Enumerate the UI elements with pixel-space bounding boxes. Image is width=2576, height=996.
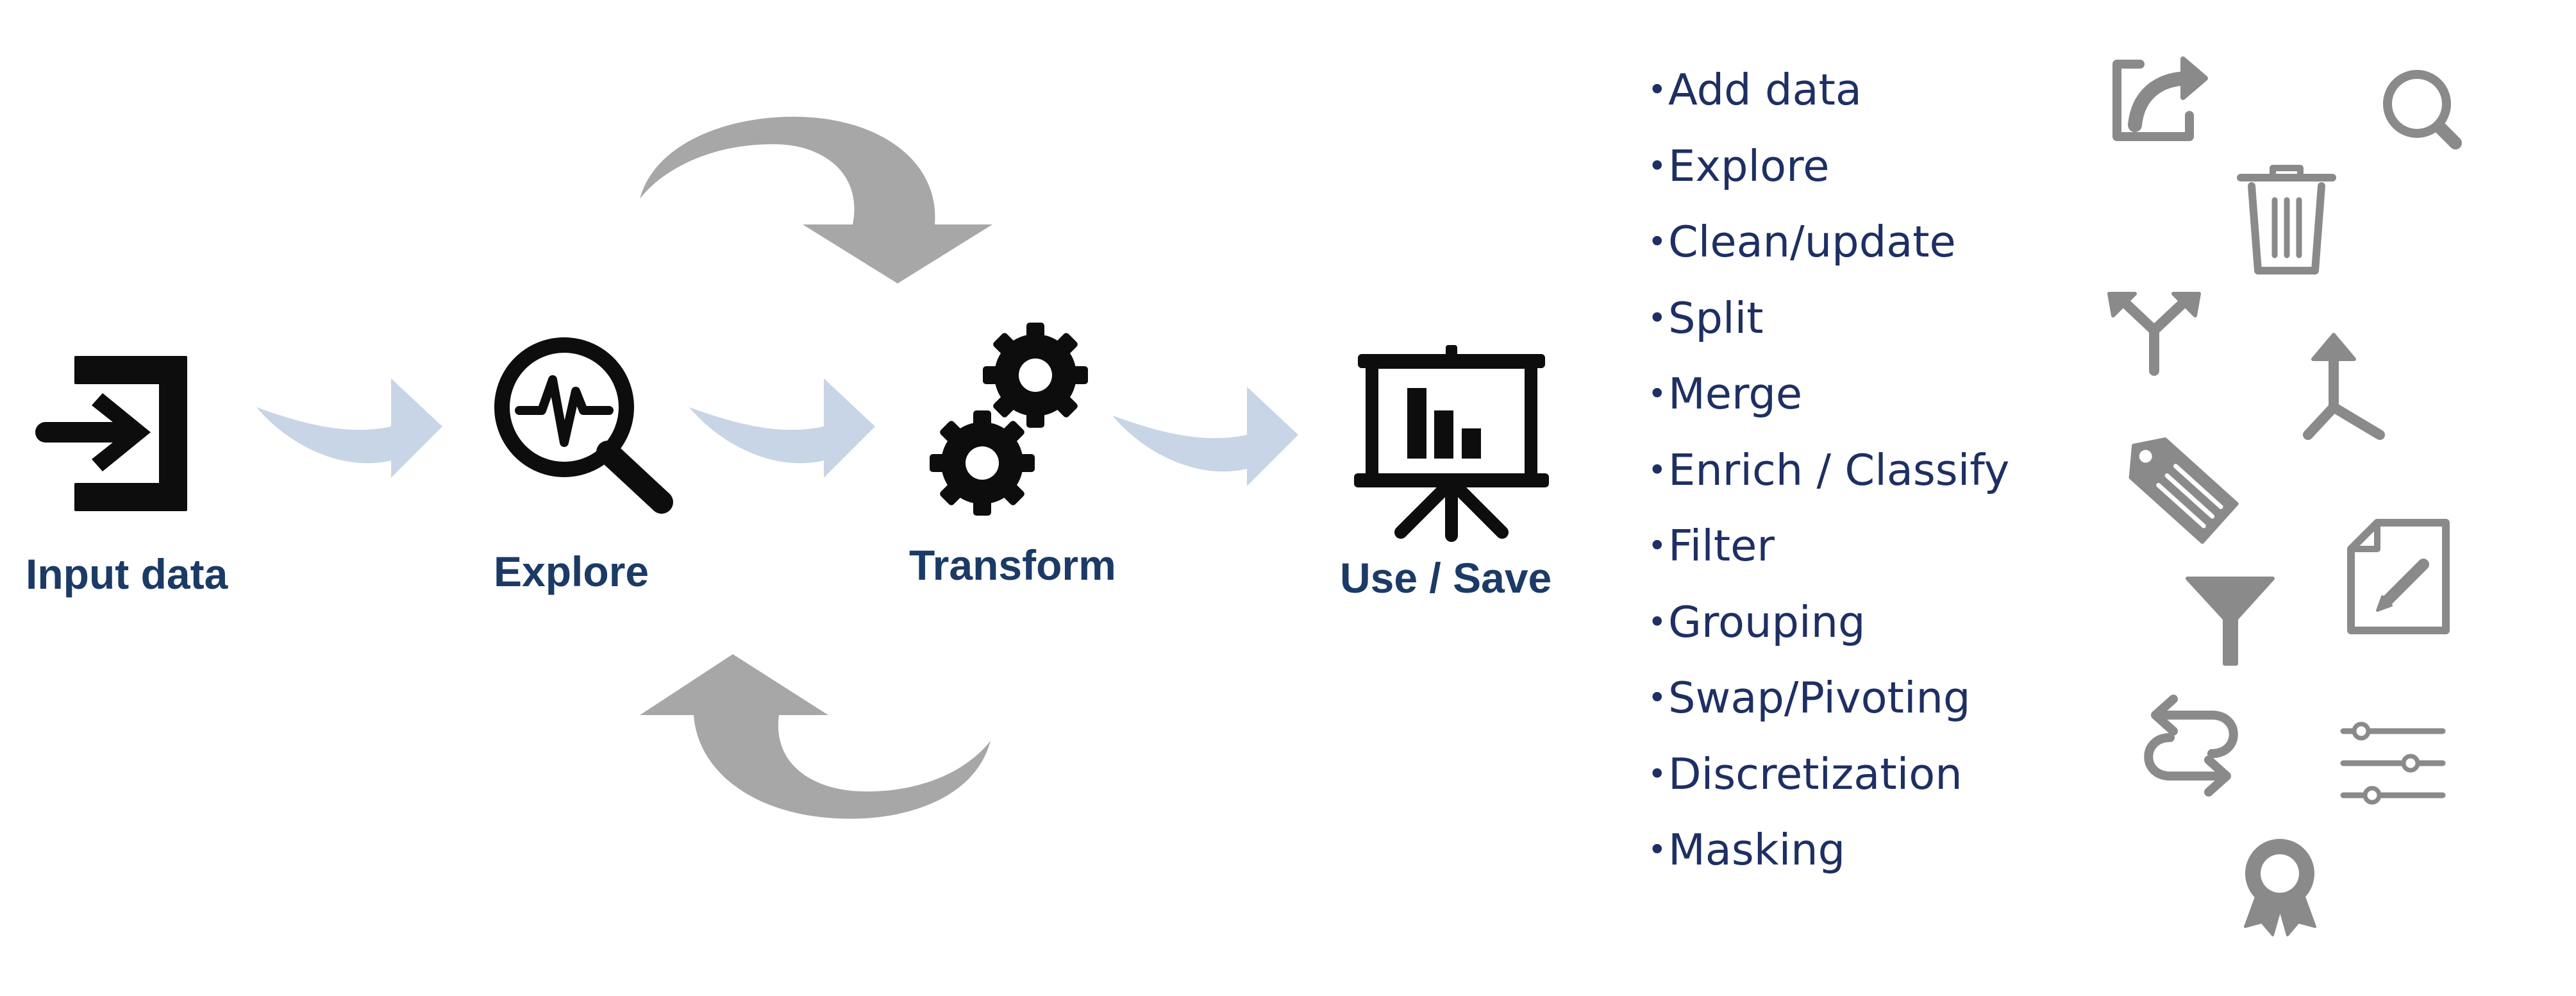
list-item: •Add data: [1648, 61, 2009, 137]
sliders-icon: [2340, 722, 2446, 805]
stage-label-transform: Transform: [909, 541, 1116, 589]
list-item: •Masking: [1648, 821, 2009, 897]
operation-label: Add data: [1668, 65, 1862, 115]
merge-icon: [2303, 333, 2385, 440]
list-item: •Merge: [1648, 365, 2009, 441]
flow-arrow-input-explore: [256, 378, 442, 478]
analytics-magnifier-icon: [494, 337, 673, 514]
sign-in-icon: [35, 356, 187, 511]
cycle-arrow-top: [640, 116, 992, 283]
operation-label: Filter: [1668, 521, 1775, 571]
trash-icon: [2237, 165, 2336, 274]
gears-icon: [930, 323, 1088, 516]
split-icon: [2107, 292, 2201, 376]
bullet-icon: •: [1648, 603, 1667, 641]
list-item: •Enrich / Classify: [1648, 441, 2009, 518]
operation-label: Masking: [1668, 825, 1846, 875]
bullet-icon: •: [1648, 755, 1667, 793]
operation-label: Grouping: [1668, 596, 1866, 647]
filter-icon: [2186, 577, 2275, 666]
operation-label: Swap/Pivoting: [1668, 673, 1971, 723]
stage-label-use-save: Use / Save: [1340, 554, 1552, 602]
presentation-board-icon: [1354, 345, 1549, 542]
list-item: •Swap/Pivoting: [1648, 669, 2009, 745]
flow-arrow-explore-transform: [689, 378, 875, 478]
search-icon: [2383, 70, 2462, 149]
operation-label: Clean/update: [1668, 217, 1956, 267]
flow-arrow-transform-use: [1112, 387, 1298, 486]
cycle-arrow-bottom: [640, 654, 991, 819]
bullet-icon: •: [1648, 527, 1667, 564]
bullet-icon: •: [1648, 299, 1667, 337]
bullet-icon: •: [1648, 223, 1667, 260]
bullet-icon: •: [1648, 451, 1667, 489]
operations-list: •Add data •Explore •Clean/update •Split …: [1648, 61, 2009, 897]
bullet-icon: •: [1648, 679, 1667, 716]
list-item: •Clean/update: [1648, 213, 2009, 289]
edit-document-icon: [2347, 519, 2450, 634]
list-item: •Grouping: [1648, 593, 2009, 670]
operation-label: Enrich / Classify: [1668, 444, 2010, 495]
list-item: •Split: [1648, 289, 2009, 366]
stage-label-explore: Explore: [494, 548, 649, 595]
list-item: •Discretization: [1648, 745, 2009, 822]
list-item: •Explore: [1648, 137, 2009, 214]
stage-label-input: Input data: [26, 550, 228, 598]
list-item: •Filter: [1648, 517, 2009, 593]
award-ribbon-icon: [2244, 839, 2316, 936]
bullet-icon: •: [1648, 147, 1667, 185]
operation-label: Split: [1668, 292, 1764, 343]
tag-icon: [2129, 437, 2239, 544]
operation-label: Explore: [1668, 140, 1830, 191]
bullet-icon: •: [1648, 375, 1667, 412]
operation-label: Merge: [1668, 369, 1803, 419]
operation-label: Discretization: [1668, 748, 1962, 799]
bullet-icon: •: [1648, 71, 1667, 108]
swap-icon: [2144, 695, 2238, 797]
bullet-icon: •: [1648, 831, 1667, 868]
share-export-icon: [2112, 56, 2208, 141]
